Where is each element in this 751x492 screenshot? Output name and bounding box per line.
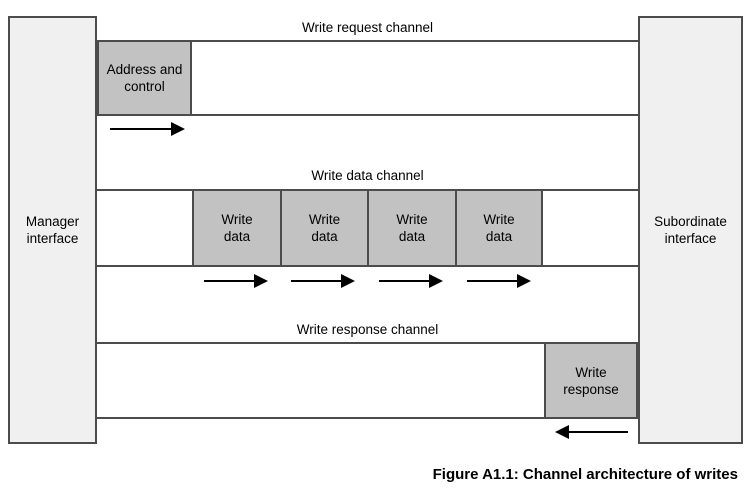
arrow-shaft bbox=[204, 280, 256, 282]
arrow-head bbox=[517, 274, 531, 288]
arrow-shaft bbox=[467, 280, 519, 282]
arrow-shaft bbox=[110, 128, 173, 130]
write-data-box: Write data bbox=[367, 189, 457, 267]
write-response-box: Write response bbox=[544, 342, 638, 419]
figure-caption: Figure A1.1: Channel architecture of wri… bbox=[432, 466, 738, 483]
channel-line bbox=[97, 417, 638, 419]
manager-interface-label: Manager interface bbox=[25, 214, 80, 246]
write-data-box: Write data bbox=[280, 189, 369, 267]
address-and-control-label: Address and control bbox=[106, 62, 183, 94]
arrow-head bbox=[555, 425, 569, 439]
write-data-box: Write data bbox=[455, 189, 543, 267]
arrow-right-icon bbox=[110, 122, 185, 136]
arrow-head bbox=[341, 274, 355, 288]
write-data-label: Write data bbox=[396, 212, 428, 244]
arrow-left-icon bbox=[555, 425, 628, 439]
arrow-head bbox=[429, 274, 443, 288]
arrow-shaft bbox=[379, 280, 431, 282]
write-data-label: Write data bbox=[221, 212, 253, 244]
subordinate-interface-label: Subordinate interface bbox=[654, 214, 727, 246]
write-response-label: Write response bbox=[563, 364, 619, 397]
arrow-right-icon bbox=[467, 274, 531, 288]
arrow-shaft bbox=[567, 431, 628, 433]
arrow-right-icon bbox=[291, 274, 355, 288]
address-and-control-box: Address and control bbox=[97, 40, 192, 116]
arrow-right-icon bbox=[204, 274, 268, 288]
arrow-head bbox=[254, 274, 268, 288]
channel-line bbox=[97, 40, 638, 42]
write-response-channel-label: Write response channel bbox=[296, 322, 439, 337]
subordinate-interface-box: Subordinate interface bbox=[638, 16, 743, 444]
write-data-label: Write data bbox=[308, 212, 341, 244]
write-request-channel-label: Write request channel bbox=[301, 20, 434, 35]
arrow-head bbox=[171, 122, 185, 136]
arrow-shaft bbox=[291, 280, 343, 282]
write-data-channel-label: Write data channel bbox=[311, 168, 424, 183]
arrow-right-icon bbox=[379, 274, 443, 288]
channel-line bbox=[97, 114, 638, 116]
manager-interface-box: Manager interface bbox=[8, 16, 97, 444]
write-data-box: Write data bbox=[192, 189, 282, 267]
write-data-label: Write data bbox=[483, 212, 515, 244]
channel-line bbox=[97, 342, 638, 344]
